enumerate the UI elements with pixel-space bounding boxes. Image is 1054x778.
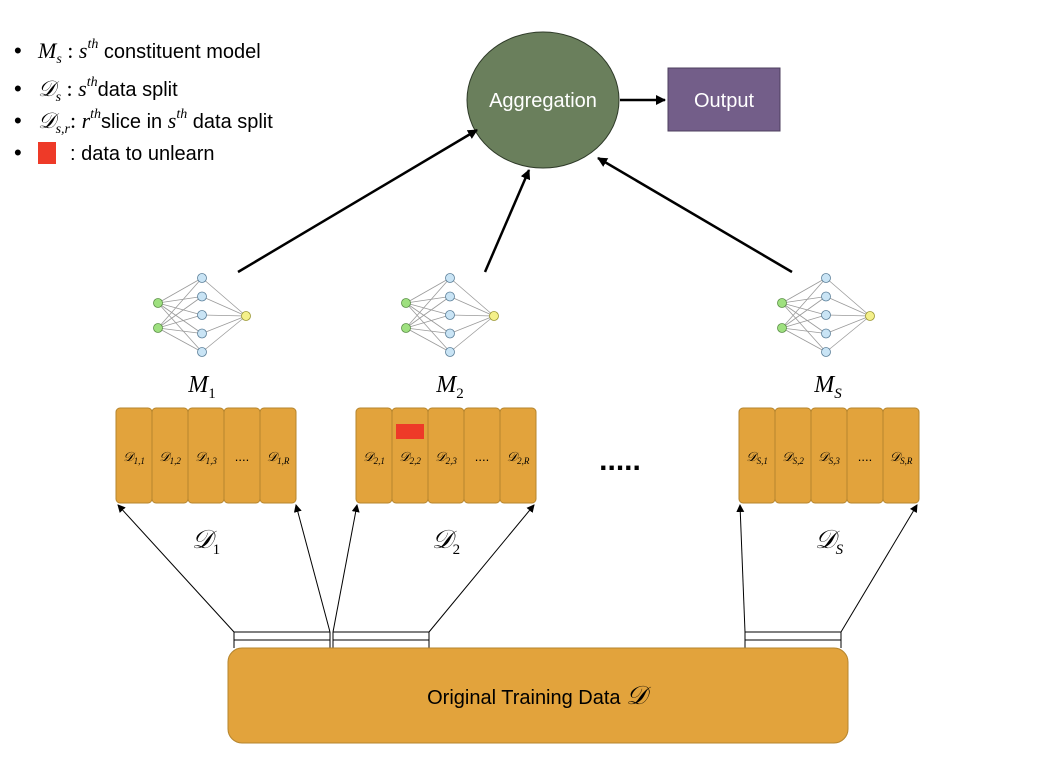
legend-symbol: 𝒟: [38, 76, 60, 101]
legend: • Ms : sth constituent model • 𝒟s : sthd…: [14, 37, 273, 165]
slice-label: 𝒟1,2: [159, 449, 181, 466]
svg-text:𝒟s,r: rthslice in sth data sp: 𝒟s,r: rthslice in sth data split: [38, 107, 273, 137]
legend-sup: th: [176, 107, 187, 122]
legend-symbol-sub: s: [56, 52, 62, 67]
data-splits: 𝒟1,1 𝒟1,2 𝒟1,3.... 𝒟1,R 𝒟2,1 𝒟2,2 𝒟2,3.... 𝒟2,R…: [115, 407, 920, 504]
original-training-data: Original Training Data 𝒟: [227, 647, 849, 744]
svg-text:𝒟s : sthdata split: 𝒟s : sthdata split: [38, 75, 178, 105]
slice-label: ....: [858, 449, 872, 464]
legend-var: s: [79, 38, 88, 63]
slice-label: 𝒟S,3: [818, 449, 840, 466]
slice-label: 𝒟1,1: [123, 449, 145, 466]
neural-network-icon: [777, 273, 875, 357]
split-label-S: 𝒟S: [815, 525, 844, 558]
data-slice: 𝒟1,2: [151, 407, 189, 504]
bullet: •: [14, 140, 22, 165]
legend-sup: th: [90, 107, 101, 122]
legend-sup: th: [87, 37, 98, 52]
split-ellipsis: .....: [599, 444, 641, 477]
legend-desc: slice in: [101, 111, 168, 133]
data-slice: 𝒟1,1: [115, 407, 153, 504]
legend-sup: th: [87, 75, 98, 90]
data-slice: 𝒟2,3: [427, 407, 465, 504]
data-slice: 𝒟2,2: [391, 407, 429, 504]
slice-label: 𝒟2,2: [399, 449, 421, 466]
split-label-2: 𝒟2: [432, 525, 460, 558]
data-slice: 𝒟2,R: [499, 407, 537, 504]
legend-desc: : data to unlearn: [70, 143, 215, 165]
legend-symbol-sub: s: [56, 90, 62, 105]
model-networks: [153, 273, 875, 357]
legend-var: s: [168, 108, 177, 133]
legend-item-slice: • 𝒟s,r: rthslice in sth data split: [14, 107, 273, 137]
model-labels: M1 M2 MS: [187, 372, 842, 402]
output-label: Output: [694, 90, 754, 112]
arrow-model2-to-aggregation: [483, 169, 531, 273]
slice-label: 𝒟2,1: [363, 449, 385, 466]
split-arrows: [117, 504, 918, 633]
legend-item-split: • 𝒟s : sthdata split: [14, 75, 178, 105]
legend-symbol: 𝒟: [38, 108, 60, 133]
model-label-1: M1: [187, 372, 216, 402]
legend-symbol: M: [37, 38, 58, 63]
data-slice: 𝒟S,1: [738, 407, 776, 504]
data-slice: ....: [846, 407, 884, 504]
split-label-1: 𝒟1: [192, 525, 220, 558]
data-slice: 𝒟1,R: [259, 407, 297, 504]
neural-network-icon: [153, 273, 251, 357]
arrow-modelS-to-aggregation: [597, 156, 793, 274]
data-split-2: 𝒟2,1 𝒟2,2 𝒟2,3.... 𝒟2,R: [355, 407, 537, 504]
model-label-2: M2: [435, 372, 464, 402]
split-labels: 𝒟1 𝒟2 𝒟S: [192, 525, 844, 558]
slice-label: ....: [235, 449, 249, 464]
bullet: •: [14, 108, 22, 133]
legend-desc: constituent model: [98, 41, 260, 63]
bullet: •: [14, 38, 22, 63]
slice-label: 𝒟S,R: [890, 449, 913, 466]
split-connectors: [233, 631, 842, 648]
unlearn-swatch: [38, 142, 56, 164]
legend-desc: data split: [187, 111, 273, 133]
svg-text:Ms : sth constituent model: Ms : sth constituent model: [37, 37, 261, 67]
data-split-1: 𝒟1,1 𝒟1,2 𝒟1,3.... 𝒟1,R: [115, 407, 297, 504]
arrow-model1-to-aggregation: [237, 128, 478, 274]
slice-label: 𝒟1,R: [267, 449, 290, 466]
legend-item-model: • Ms : sth constituent model: [14, 37, 261, 67]
legend-var: r: [82, 108, 91, 133]
slice-label: 𝒟2,3: [435, 449, 457, 466]
slice-label: ....: [475, 449, 489, 464]
data-slice: 𝒟S,R: [882, 407, 920, 504]
data-slice: ....: [463, 407, 501, 504]
data-slice: 𝒟S,2: [774, 407, 812, 504]
aggregation-node: Aggregation: [466, 31, 620, 169]
legend-desc: data split: [98, 79, 178, 101]
bullet: •: [14, 76, 22, 101]
legend-symbol-sub: s,r: [56, 122, 71, 137]
slice-label: 𝒟S,1: [746, 449, 768, 466]
slice-label: 𝒟S,2: [782, 449, 804, 466]
data-slice: ....: [223, 407, 261, 504]
unlearn-marker: [396, 424, 424, 439]
data-slice: 𝒟1,3: [187, 407, 225, 504]
aggregation-label: Aggregation: [489, 90, 597, 112]
model-label-S: MS: [813, 372, 842, 402]
data-slice: 𝒟S,3: [810, 407, 848, 504]
neural-network-icon: [401, 273, 499, 357]
slice-label: 𝒟2,R: [507, 449, 530, 466]
legend-var: s: [78, 76, 87, 101]
data-split-3: 𝒟S,1 𝒟S,2 𝒟S,3.... 𝒟S,R: [738, 407, 920, 504]
data-slice: 𝒟2,1: [355, 407, 393, 504]
legend-item-unlearn: • : data to unlearn: [14, 140, 215, 165]
output-node: Output: [667, 67, 781, 132]
slice-label: 𝒟1,3: [195, 449, 217, 466]
